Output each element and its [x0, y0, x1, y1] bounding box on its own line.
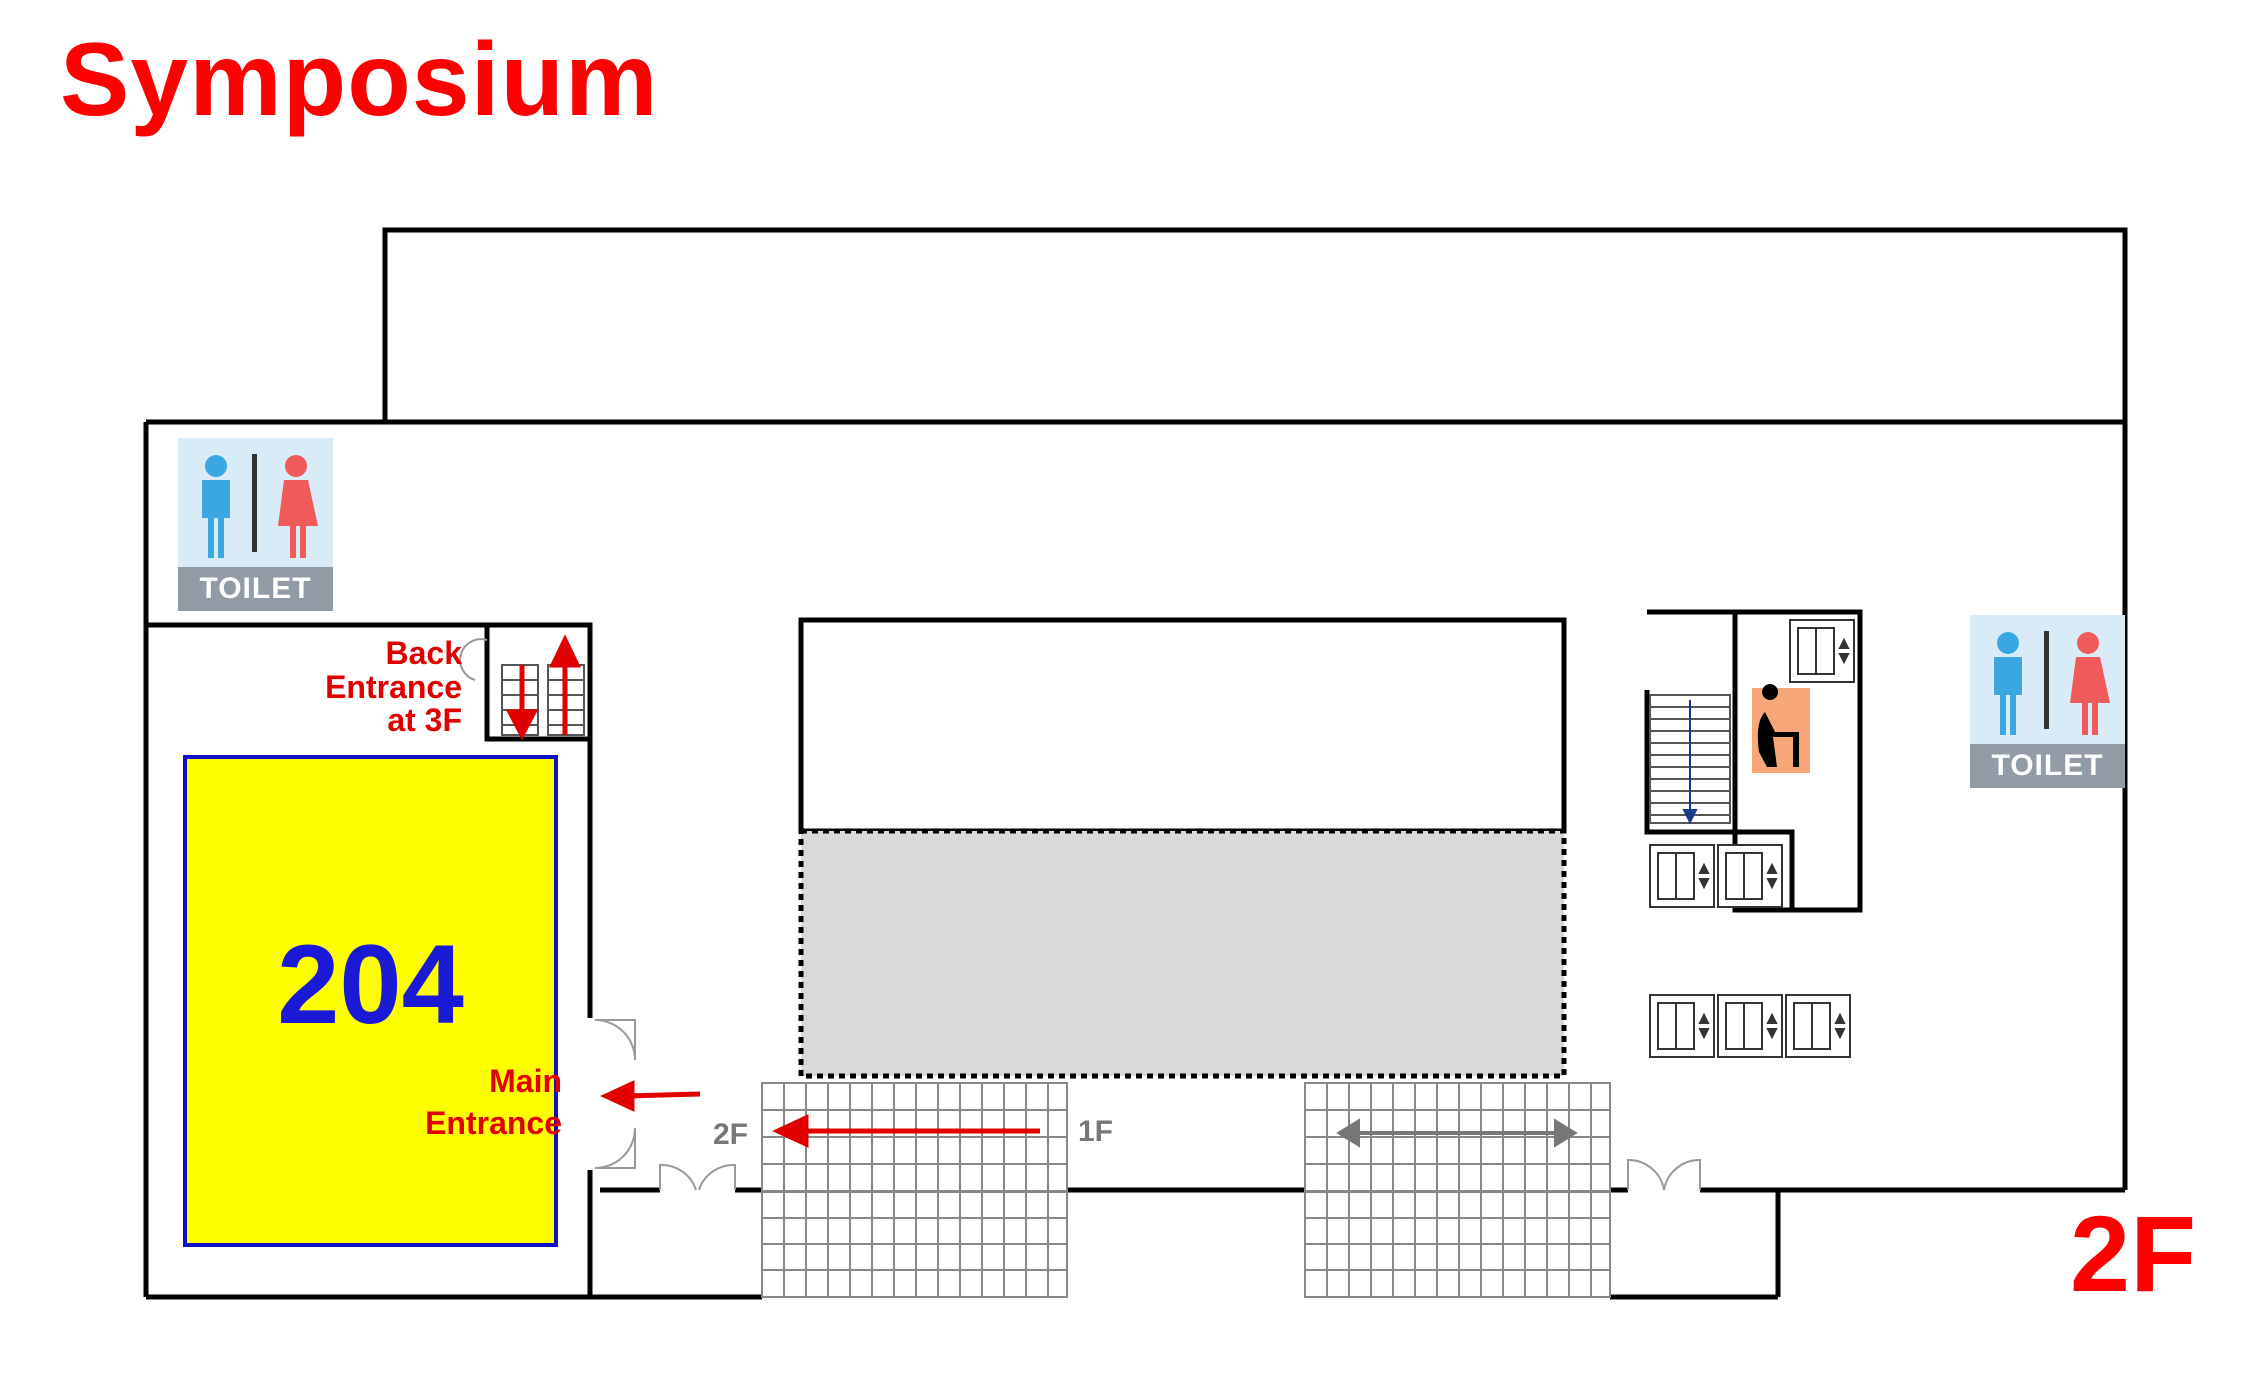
elevator-icon: [1649, 994, 1715, 1058]
back-stair-arrows: [505, 634, 581, 741]
elevator-icon: [1717, 994, 1783, 1058]
stair-flight-2: [1304, 1082, 1611, 1298]
restricted-area: [798, 828, 1567, 1079]
escalator-arrow: [1336, 1118, 1578, 1148]
room-204[interactable]: 204: [183, 755, 558, 1247]
main-entrance-arrow: [600, 1080, 701, 1112]
room-number: 204: [277, 922, 464, 1047]
atrium-block: [798, 617, 1567, 834]
toilet-figures: [1994, 631, 2110, 735]
doors: [459, 638, 1701, 1191]
stair-direction-arrow: [772, 1114, 1040, 1148]
toilet-figures: [202, 454, 318, 558]
toilet-label: TOILET: [178, 567, 333, 611]
page-title: Symposium: [60, 22, 659, 138]
elevator-core-wall: [1647, 609, 1863, 913]
stair-label-1f: 1F: [1078, 1115, 1114, 1148]
back-entrance-label: Back Entrance at 3F: [325, 635, 462, 739]
main-entrance-label: Main Entrance: [425, 1063, 562, 1141]
toilet-icon[interactable]: TOILET: [1970, 615, 2125, 788]
back-stair-enclosure: [484, 622, 593, 742]
elevator-icon: [1789, 619, 1855, 683]
outer-wall: [146, 419, 2128, 1190]
drinking-fountain-icon: [1752, 684, 1810, 773]
toilet-label: TOILET: [1970, 744, 2125, 788]
elevator-icon: [1785, 994, 1851, 1058]
toilet-icon[interactable]: TOILET: [178, 438, 333, 611]
stair-label-2f: 2F: [713, 1118, 749, 1151]
upper-wall: [382, 227, 2128, 422]
elevator-icon: [1717, 844, 1783, 908]
elevator-icon: [1649, 844, 1715, 908]
floor-label: 2F: [2070, 1193, 2197, 1314]
